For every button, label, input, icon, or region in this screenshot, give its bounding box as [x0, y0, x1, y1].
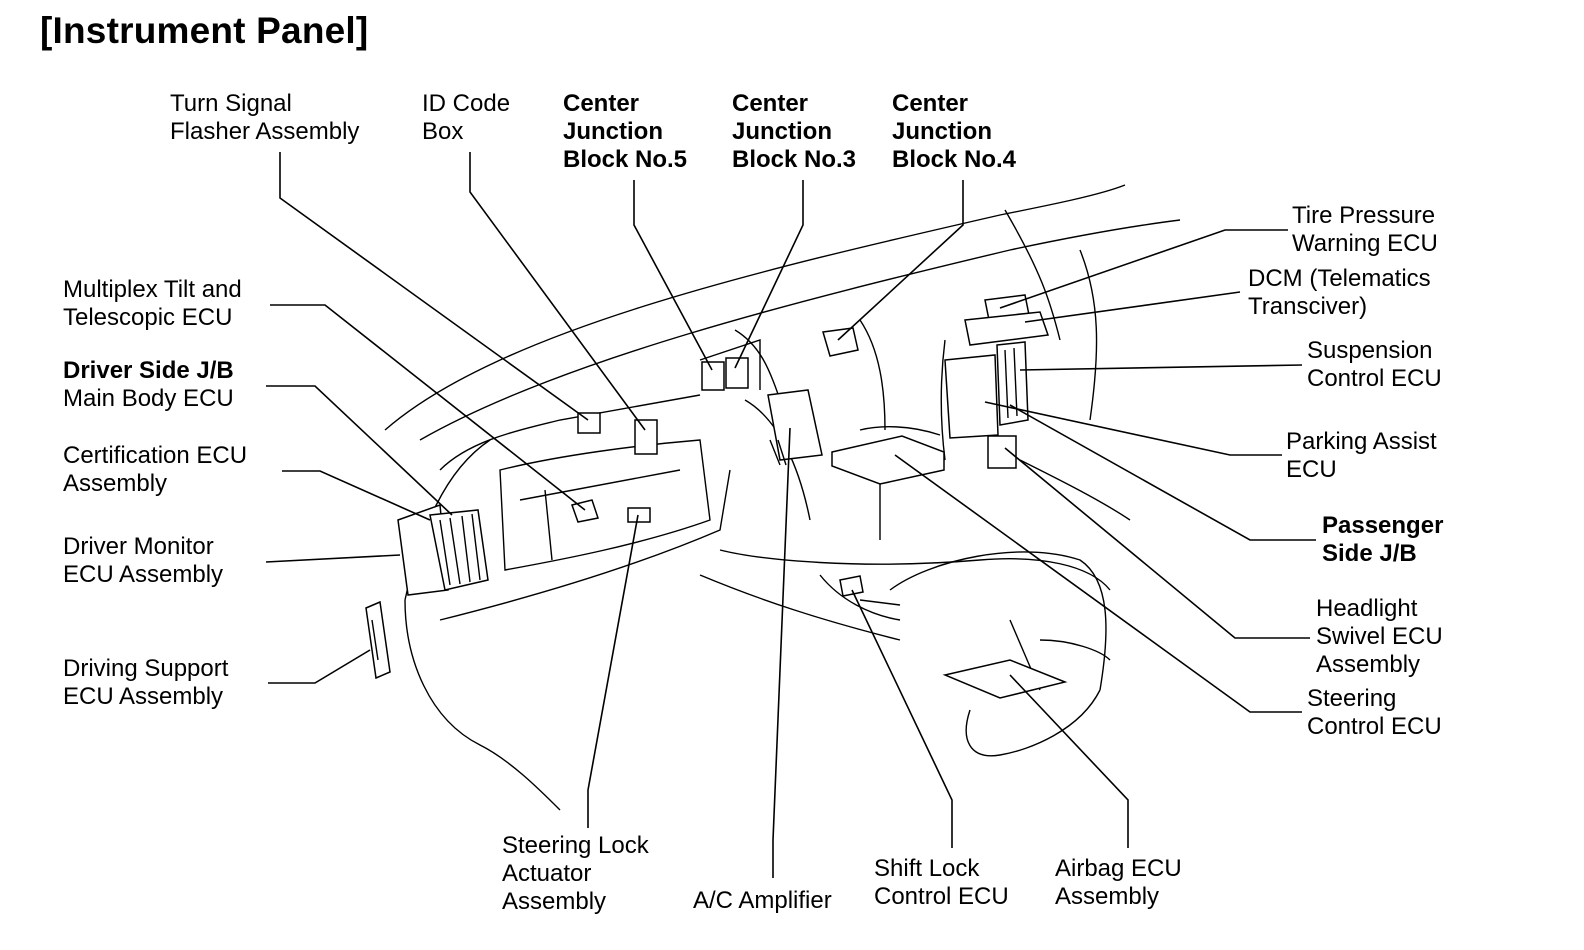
cjb4-part	[822, 327, 859, 357]
leader-parking-assist	[984, 401, 1282, 456]
airbag-part	[942, 659, 1068, 699]
leader-cjb5	[633, 180, 713, 371]
leader-suspension	[1019, 364, 1303, 371]
dashboard-outline	[384, 184, 1181, 811]
leader-passenger-jb	[1009, 404, 1316, 541]
leader-cjb4	[837, 180, 964, 341]
ac-amplifier-part	[767, 389, 823, 466]
leader-turn-signal	[279, 152, 589, 421]
steering-lock-part	[627, 507, 651, 523]
turn-signal-part	[577, 412, 601, 434]
id-code-box-part	[634, 419, 658, 455]
leader-driving-support	[268, 649, 371, 684]
tire-pressure-part	[964, 294, 1050, 346]
shift-lock-part	[839, 575, 864, 597]
leader-driver-monitor	[265, 554, 401, 563]
leader-headlight-swivel	[1004, 447, 1310, 639]
leader-id-code-box	[469, 152, 646, 431]
leader-driver-jb	[266, 385, 453, 516]
leader-certification	[282, 470, 431, 521]
diagram-title: [Instrument Panel]	[40, 10, 369, 51]
ecu-parts	[365, 294, 1068, 699]
leader-lines	[265, 152, 1316, 878]
suspension-part	[944, 341, 1029, 439]
leader-steering-control	[894, 454, 1302, 713]
steering-control-part	[831, 426, 945, 485]
leader-cjb3	[734, 180, 804, 369]
driving-support-part	[365, 600, 391, 680]
cjb5-part	[701, 357, 749, 391]
driver-side-jb-part	[397, 503, 489, 596]
leader-dcm	[1024, 291, 1241, 323]
label-ac-amplifier: A/C Amplifier	[693, 887, 832, 914]
leader-shift-lock	[851, 589, 953, 848]
leader-steering-lock	[587, 514, 639, 828]
leader-ac-amplifier	[772, 427, 791, 878]
leader-multiplex-tilt	[270, 304, 586, 511]
leader-tire-pressure	[999, 229, 1288, 309]
headlight-swivel-part	[987, 435, 1017, 469]
leader-airbag	[1009, 674, 1129, 848]
